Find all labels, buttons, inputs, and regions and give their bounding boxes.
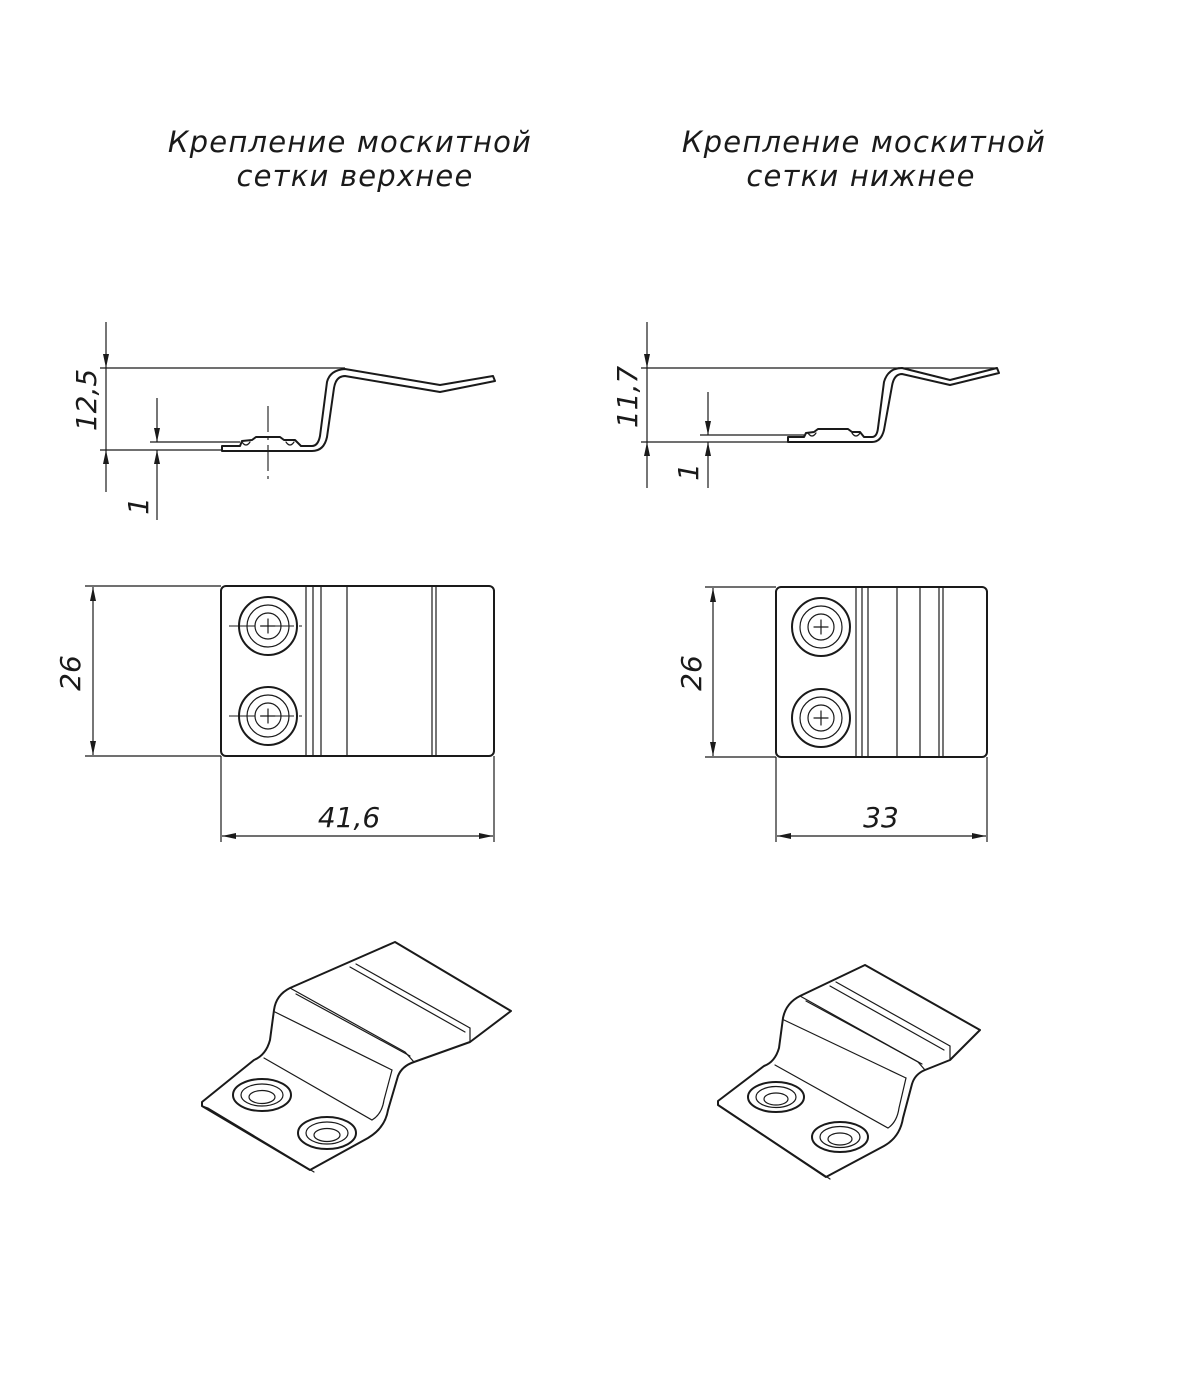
iso-edge [295, 993, 411, 1057]
iso-edge [774, 1064, 907, 1129]
iso-edge [835, 981, 951, 1047]
width-dimension-label: 26 [675, 655, 708, 691]
part-title-line2: сетки верхнее [236, 159, 473, 193]
iso-edge [263, 1057, 393, 1121]
isometric-view [717, 964, 981, 1180]
part-upper: Крепление москитной сетки верхнее 12,5 1 [54, 125, 532, 1173]
rivet-bulge [241, 441, 251, 446]
part-title-line1: Крепление москитной [682, 125, 1046, 159]
iso-edge [799, 995, 926, 1071]
length-dimension-label: 41,6 [318, 801, 380, 834]
width-dimension-label: 26 [54, 655, 87, 691]
mounting-hole [791, 597, 851, 657]
thickness-dimension-label: 1 [122, 497, 155, 515]
iso-outline [201, 941, 512, 1171]
isometric-view [201, 941, 512, 1173]
iso-edge [289, 987, 415, 1063]
iso-edge [274, 1011, 393, 1071]
part-title-line1: Крепление москитной [168, 125, 532, 159]
iso-edge [783, 1019, 907, 1079]
mounting-hole [229, 596, 307, 656]
iso-hole [747, 1081, 805, 1113]
iso-edge [829, 985, 945, 1051]
iso-hole [811, 1121, 869, 1153]
rivet-bulge [851, 432, 861, 437]
height-dimension-label: 11,7 [611, 366, 644, 429]
iso-hole [297, 1116, 357, 1150]
iso-edge [805, 1000, 923, 1065]
top-view: 26 41,6 [54, 585, 495, 842]
mounting-hole [229, 686, 307, 746]
height-dimension-label: 12,5 [70, 369, 103, 431]
top-view: 26 33 [675, 586, 988, 842]
iso-edge [717, 1104, 831, 1180]
part-lower: Крепление москитной сетки нижнее 11,7 1 [611, 125, 1046, 1180]
rivet-bulge [285, 441, 295, 446]
length-dimension-label: 33 [863, 801, 899, 834]
plate-outline [220, 585, 495, 757]
mounting-hole [791, 688, 851, 748]
iso-edge [201, 1105, 315, 1173]
part-title-line2: сетки нижнее [746, 159, 975, 193]
iso-edge [355, 963, 471, 1029]
thickness-dimension-label: 1 [672, 463, 705, 481]
iso-hole [232, 1078, 292, 1112]
iso-edge [349, 966, 466, 1033]
side-view: 12,5 1 [70, 322, 496, 520]
rivet-bulge [807, 432, 817, 437]
plate-outline [775, 586, 988, 758]
side-view: 11,7 1 [611, 322, 1000, 488]
side-profile [221, 368, 496, 452]
iso-outline [717, 964, 981, 1178]
side-profile [787, 367, 1000, 443]
